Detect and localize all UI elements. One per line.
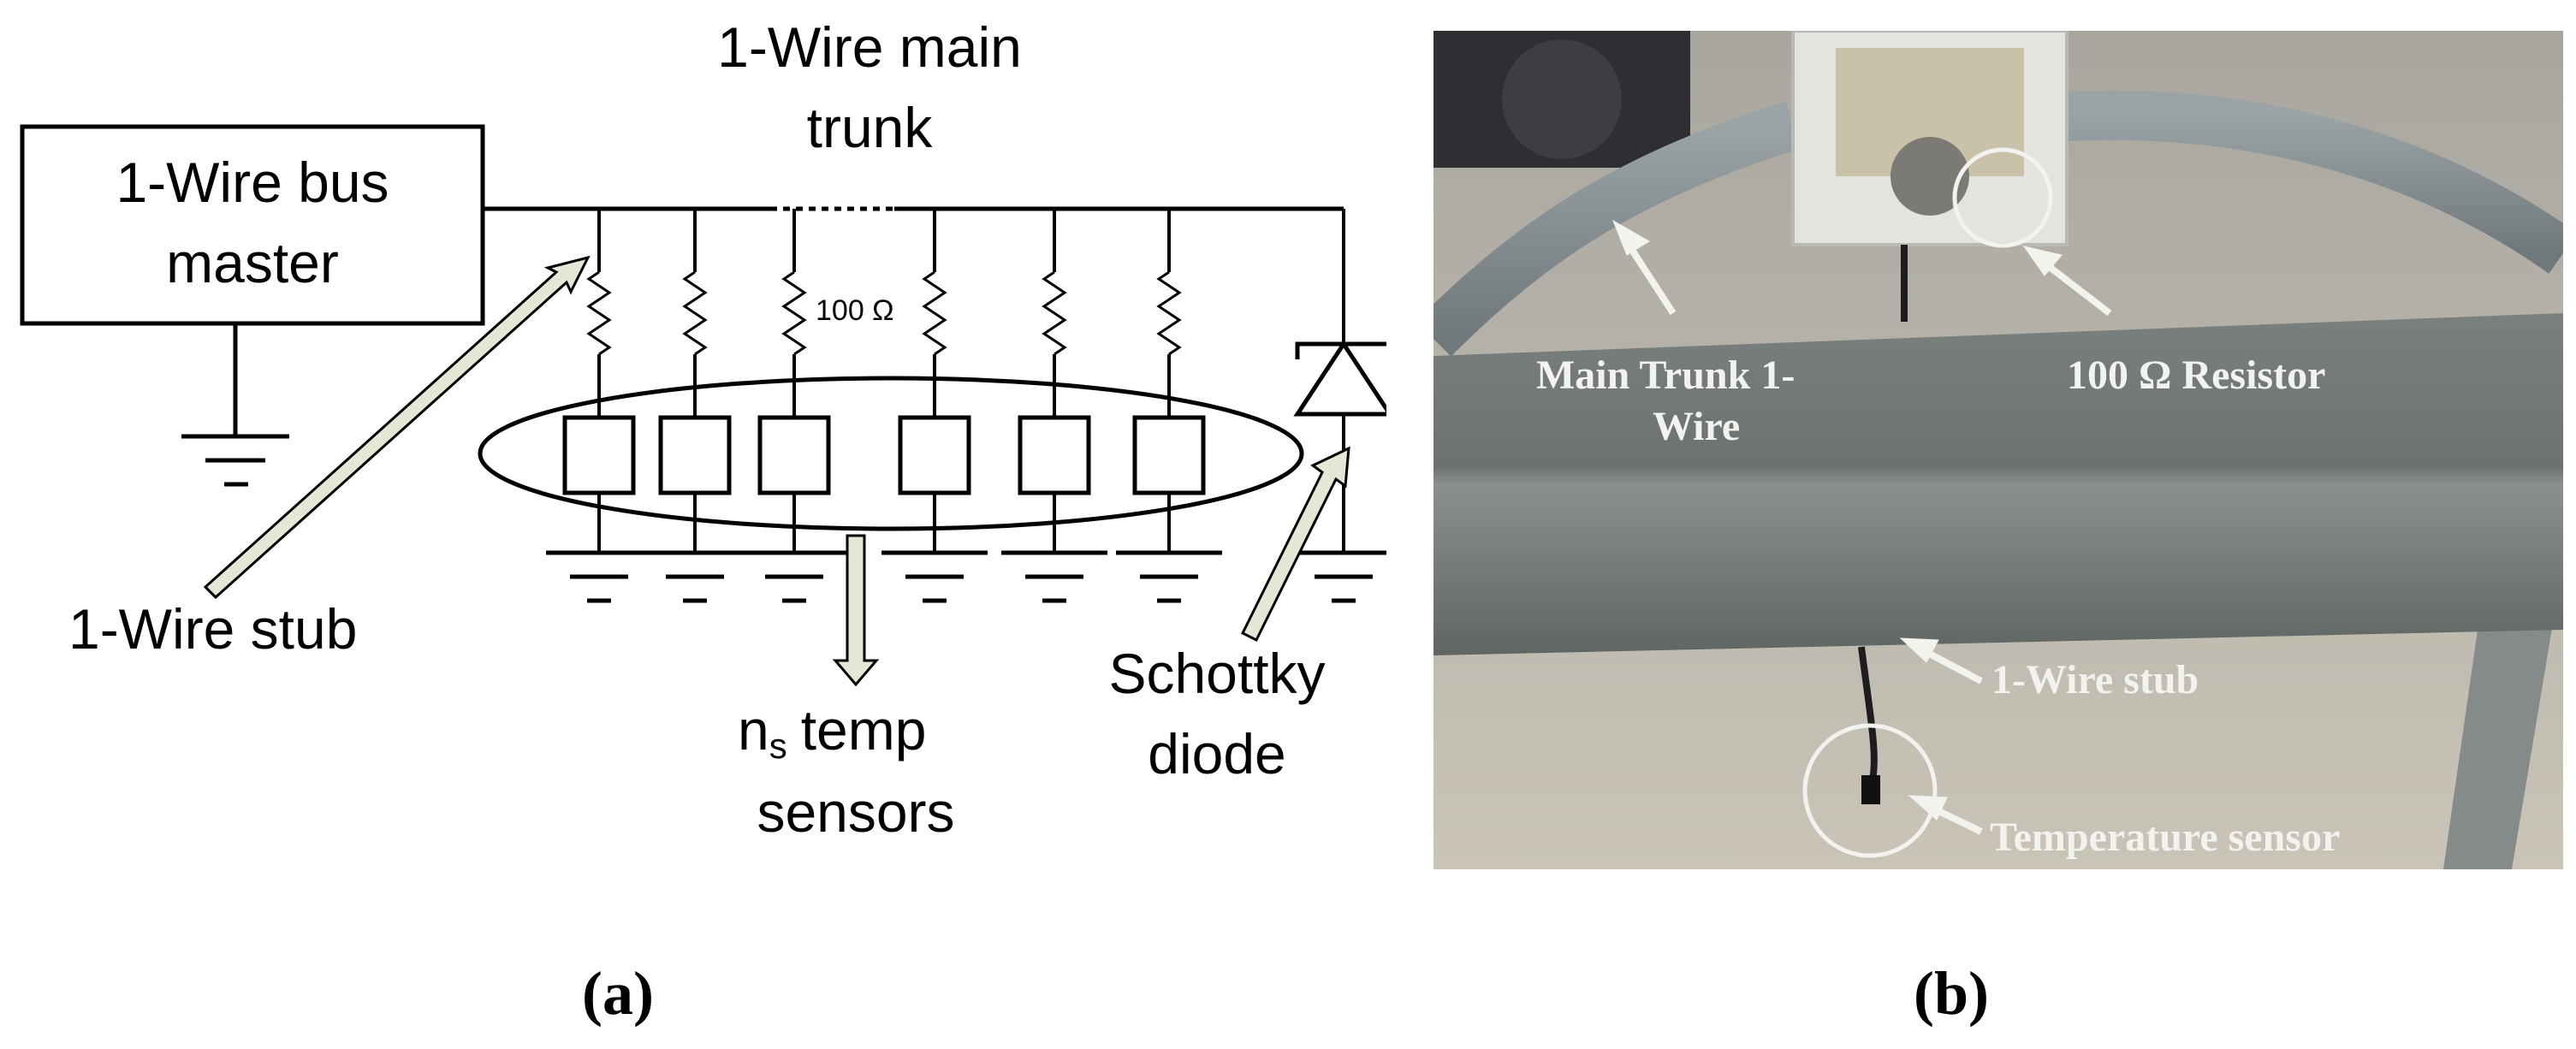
stub-1	[546, 209, 652, 601]
resistor-value-label: 100 Ω	[816, 294, 894, 327]
stub-3	[741, 209, 847, 601]
stub-label: 1-Wire stub	[68, 597, 357, 661]
main-trunk-label-line1: 1-Wire main	[717, 15, 1022, 79]
sensors-count-subscript: s	[769, 726, 787, 766]
sensors-label-word1: temp	[801, 698, 927, 762]
bus-master-box	[20, 124, 485, 326]
diode-label-line2: diode	[1148, 722, 1286, 785]
stub-5	[1001, 209, 1107, 601]
panel-label-b: (b)	[1914, 959, 1989, 1028]
temp-sensor-2	[658, 415, 732, 495]
schematic-diagram: 1-Wire bus master 1-Wire main trunk	[20, 15, 1386, 844]
stub-6	[1116, 209, 1222, 601]
bus-master-label-line1: 1-Wire bus	[116, 151, 389, 214]
stub-callout-arrow	[203, 255, 591, 600]
photo-main-trunk-label-line1: Main Trunk 1-	[1536, 353, 1795, 398]
temp-sensor-3	[757, 415, 831, 495]
sensors-callout-arrow	[832, 534, 880, 687]
photo-resistor-label: 100 Ω Resistor	[2067, 353, 2325, 398]
stub-2	[642, 209, 748, 601]
temp-sensor-5	[1018, 415, 1091, 495]
sensors-label-line2: sensors	[757, 780, 954, 844]
sensors-count-symbol: n	[738, 698, 769, 762]
temp-sensor-1	[562, 415, 636, 495]
diode-label-line1: Schottky	[1108, 642, 1325, 705]
photo-main-trunk-label-line2: Wire	[1653, 404, 1740, 449]
photo-stub-label: 1-Wire stub	[1991, 657, 2199, 702]
bus-master-label-line2: master	[166, 231, 339, 294]
panel-label-a: (a)	[582, 959, 654, 1028]
temp-sensor-6	[1132, 415, 1206, 495]
installation-photo: Main Trunk 1- Wire 100 Ω Resistor 1-Wire…	[1433, 31, 2563, 869]
resistor-highlight-circle	[1952, 147, 2053, 248]
sensor-group-ellipse	[478, 376, 1304, 531]
main-trunk-label-line2: trunk	[807, 96, 934, 159]
diode-callout-arrow	[1240, 446, 1350, 643]
photo-sensor-label: Temperature sensor	[1990, 815, 2340, 860]
temp-sensor-4	[898, 415, 971, 495]
sensor-highlight-circle	[1802, 723, 1938, 858]
photo-arrows	[1612, 219, 2112, 835]
stub-4	[881, 209, 988, 601]
